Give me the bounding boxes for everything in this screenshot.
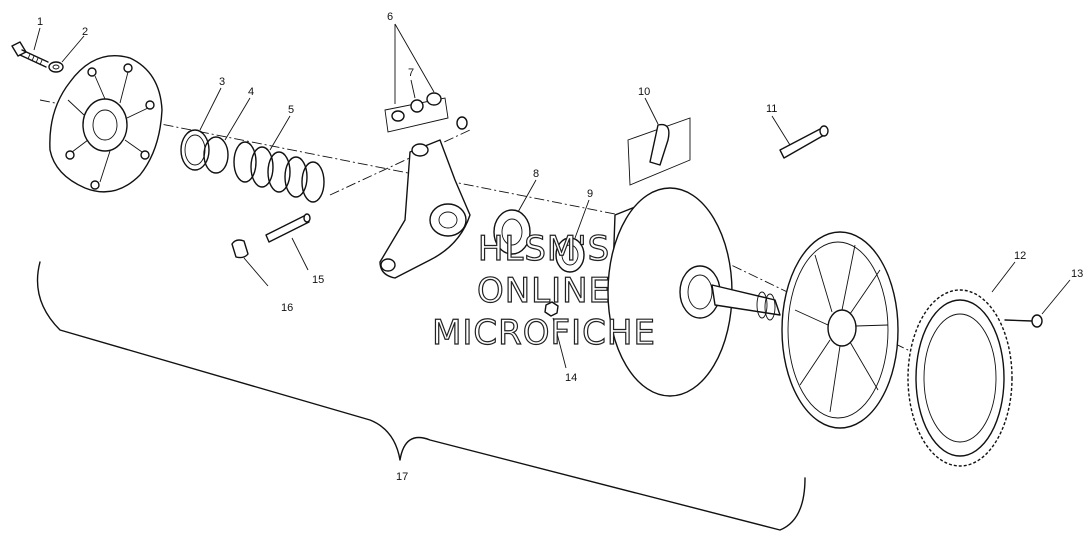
part-pin <box>779 125 829 159</box>
callout-6: 6 <box>387 11 393 23</box>
assembly-bracket <box>36 261 806 531</box>
part-fixed-sheave <box>781 231 899 429</box>
watermark-line-2: ONLINE <box>477 271 611 311</box>
part-shaft <box>711 284 781 321</box>
part-o-ring <box>203 136 229 174</box>
callout-7: 7 <box>408 67 414 79</box>
callout-12: 12 <box>1014 250 1026 262</box>
callout-labels: 1 2 3 4 5 6 7 8 9 10 11 12 13 14 15 16 1… <box>37 11 1083 483</box>
part-screw <box>1004 314 1043 328</box>
part-cap <box>231 239 249 259</box>
callout-16: 16 <box>281 302 293 314</box>
part-moveable-sheave <box>607 187 733 397</box>
callout-2: 2 <box>82 26 88 38</box>
part-ring-gear <box>907 289 1013 467</box>
part-washer <box>48 61 64 73</box>
part-thrust-washer <box>493 209 531 255</box>
callout-9: 9 <box>587 188 593 200</box>
leader-lines <box>33 23 1071 369</box>
callout-13: 13 <box>1071 268 1083 280</box>
callout-3: 3 <box>219 76 225 88</box>
callout-8: 8 <box>533 168 539 180</box>
callout-11: 11 <box>766 103 777 115</box>
callout-4: 4 <box>248 86 254 98</box>
callout-1: 1 <box>37 16 43 28</box>
part-spider <box>379 139 471 279</box>
part-weight <box>627 117 691 186</box>
part-nut <box>544 301 559 317</box>
part-bolt <box>11 41 49 68</box>
part-cover <box>49 55 163 193</box>
callout-15: 15 <box>312 274 324 286</box>
part-rollers <box>384 92 468 133</box>
watermark-line-3: MICROFICHE <box>432 313 656 353</box>
watermark: HLSM'S ONLINE MICROFICHE <box>431 228 656 353</box>
callout-10: 10 <box>638 86 650 98</box>
callout-5: 5 <box>288 104 294 116</box>
part-bushing <box>555 237 585 273</box>
part-spring <box>233 141 325 203</box>
part-dowel <box>265 213 311 243</box>
callout-17: 17 <box>396 471 408 483</box>
callout-14: 14 <box>565 372 577 384</box>
watermark-line-1: HLSM'S <box>478 229 610 269</box>
